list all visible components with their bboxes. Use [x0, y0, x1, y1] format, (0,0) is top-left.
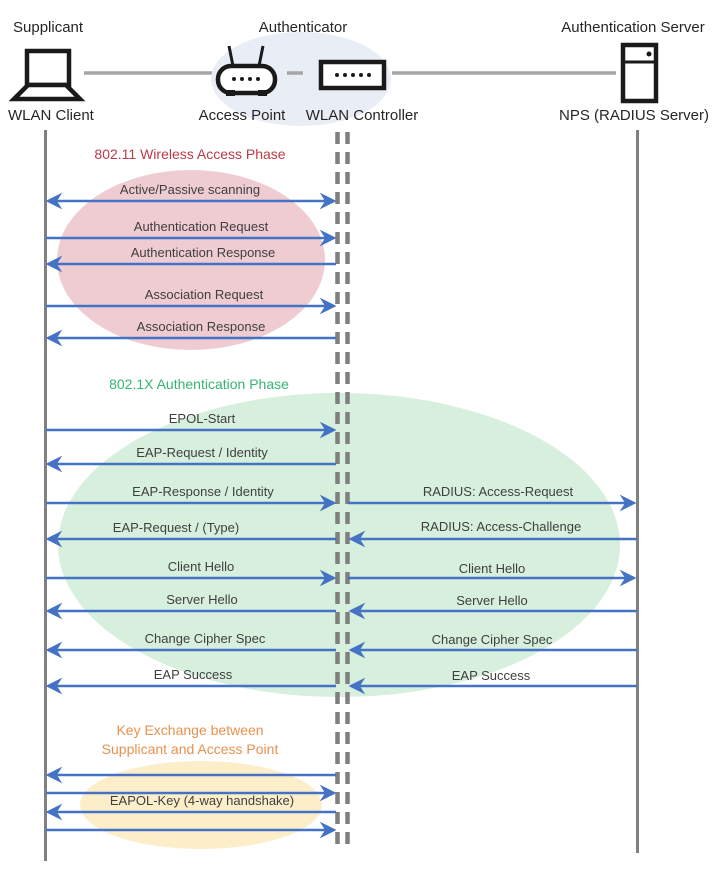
message-label-auth-request: Authentication Request	[133, 219, 269, 234]
role-authentication-server: Authentication Server	[561, 19, 705, 36]
message-label-eap-success-right: EAP Success	[451, 668, 531, 683]
message-label-change-cipher-left: Change Cipher Spec	[144, 631, 266, 646]
message-label-eap-response-identity: EAP-Response / Identity	[132, 484, 274, 499]
phase3-ellipse	[80, 761, 322, 849]
device-wlan-controller: WLAN Controller	[305, 107, 419, 124]
message-label-radius-access-challenge: RADIUS: Access-Challenge	[420, 519, 582, 534]
message-label-change-cipher-right: Change Cipher Spec	[431, 632, 553, 647]
device-access-point: Access Point	[198, 107, 286, 124]
phase1-title: 802.11 Wireless Access Phase	[94, 146, 286, 162]
laptop-icon	[8, 48, 86, 102]
role-supplicant: Supplicant	[13, 19, 84, 36]
role-authenticator: Authenticator	[258, 19, 348, 36]
message-label-epol-start: EPOL-Start	[168, 411, 236, 426]
message-label-server-hello-left: Server Hello	[166, 592, 238, 607]
phase2-title: 802.1X Authentication Phase	[109, 376, 289, 392]
access-point-icon	[215, 45, 278, 96]
wlan-controller-icon	[318, 59, 387, 91]
message-label-scanning: Active/Passive scanning	[119, 182, 261, 197]
message-label-assoc-response: Association Response	[136, 319, 266, 334]
device-nps-radius-server: NPS (RADIUS Server)	[558, 107, 710, 124]
authenticator-group-highlight	[211, 32, 391, 126]
message-label-auth-response: Authentication Response	[130, 245, 276, 260]
message-label-eap-request-type: EAP-Request / (Type)	[112, 520, 240, 535]
message-label-assoc-request: Association Request	[144, 287, 264, 302]
phase3-title-line1: Key Exchange between	[116, 722, 264, 738]
message-label-eap-request-identity: EAP-Request / Identity	[136, 445, 268, 460]
message-label-radius-access-request: RADIUS: Access-Request	[422, 484, 574, 499]
phase2-ellipse	[58, 393, 620, 697]
message-label-client-hello-right: Client Hello	[458, 561, 526, 576]
server-icon	[620, 42, 659, 104]
message-label-eap-success-left: EAP Success	[153, 667, 233, 682]
message-label-server-hello-right: Server Hello	[456, 593, 528, 608]
message-label-eapol-key: EAPOL-Key (4-way handshake)	[109, 793, 295, 808]
message-label-client-hello-left: Client Hello	[167, 559, 235, 574]
device-wlan-client: WLAN Client	[8, 107, 94, 124]
phase3-title-line2: Supplicant and Access Point	[101, 741, 279, 757]
